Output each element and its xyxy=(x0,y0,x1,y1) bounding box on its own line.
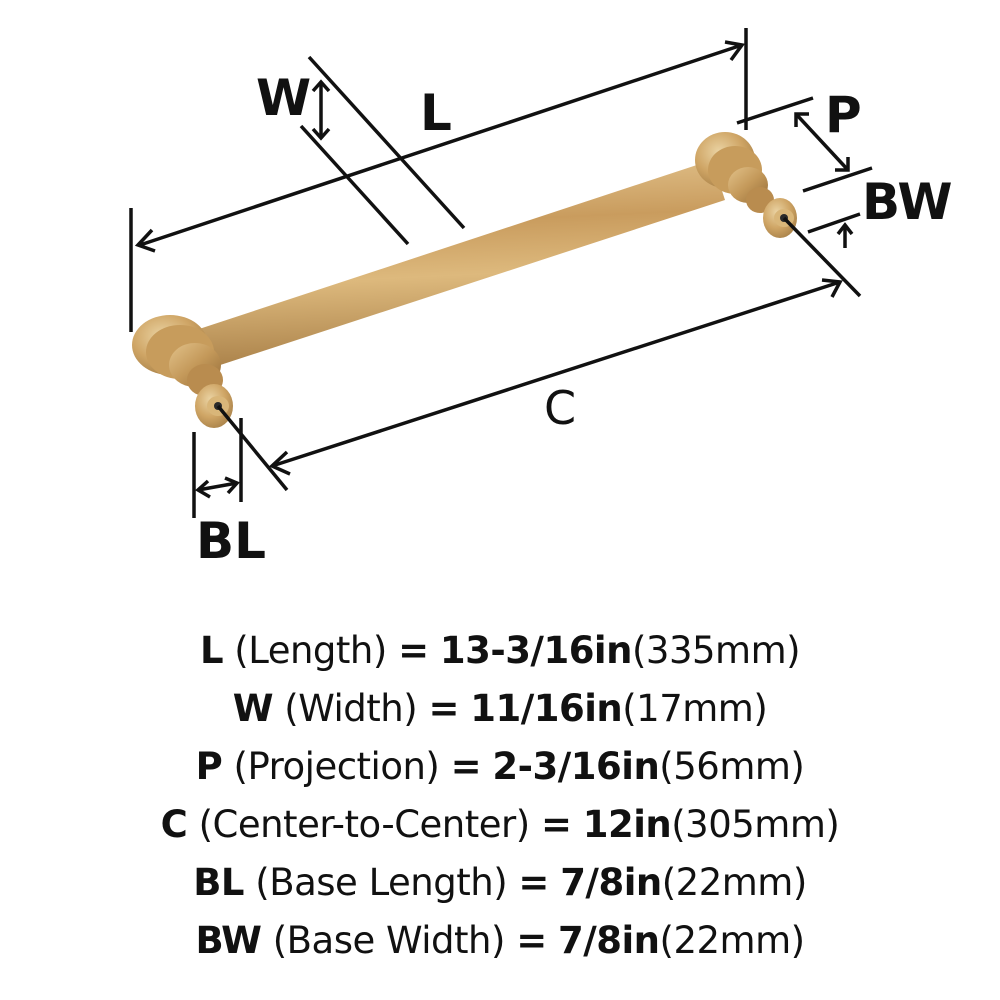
spec-imperial: 7/8in xyxy=(560,861,662,904)
p-extension-top xyxy=(736,96,814,125)
c-arrow-left xyxy=(268,450,291,476)
spec-metric: (22mm) xyxy=(661,861,808,904)
spec-equals: = xyxy=(540,803,572,846)
p-arrow-bottom xyxy=(835,157,850,172)
spec-description: (Base Length) xyxy=(255,861,508,904)
label-bw: BW xyxy=(862,173,953,231)
label-c: C xyxy=(544,381,576,435)
spec-metric: (22mm) xyxy=(659,919,806,962)
label-p: P xyxy=(825,86,862,144)
spec-metric: (17mm) xyxy=(622,687,768,730)
dimension-lines xyxy=(129,28,873,518)
right-post xyxy=(695,132,797,238)
c-extension-left xyxy=(216,404,289,492)
spec-key: BW xyxy=(195,919,262,962)
spec-imperial: 11/16in xyxy=(470,687,623,730)
spec-key: P xyxy=(195,745,223,788)
label-w: W xyxy=(256,69,311,127)
spec-row-center-to-center: C (Center-to-Center) = 12in(305mm) xyxy=(0,796,1000,854)
p-arrow-top xyxy=(794,112,809,127)
bw-arrow-head xyxy=(836,222,854,236)
w-extension-bottom xyxy=(299,124,410,246)
w-arrow-top xyxy=(311,79,331,93)
spec-imperial: 13-3/16in xyxy=(439,629,633,672)
bw-extension-bottom xyxy=(807,212,861,234)
w-arrow-bottom xyxy=(311,127,331,141)
bl-arrow-left xyxy=(195,479,211,499)
spec-imperial: 2-3/16in xyxy=(492,745,660,788)
spec-key: L xyxy=(199,629,224,672)
spec-description: (Base Width) xyxy=(272,919,506,962)
spec-row-length: L (Length) = 13-3/16in(335mm) xyxy=(0,622,1000,680)
bl-arrow-shaft xyxy=(197,481,238,492)
spec-key: C xyxy=(160,803,188,846)
c-arrow-right xyxy=(821,278,843,298)
w-extension-top xyxy=(307,55,466,230)
spec-key: BL xyxy=(193,861,245,904)
spec-equals: = xyxy=(518,861,549,904)
pull-handle xyxy=(132,132,797,428)
spec-description: (Width) xyxy=(284,687,418,730)
spec-row-base-width: BW (Base Width) = 7/8in(22mm) xyxy=(0,912,1000,970)
spec-metric: (305mm) xyxy=(671,803,840,846)
spec-row-projection: P (Projection) = 2-3/16in(56mm) xyxy=(0,738,1000,796)
l-dimension-line xyxy=(139,43,743,247)
c-extension-right xyxy=(782,216,862,298)
spec-description: (Length) xyxy=(234,629,387,672)
p-arrow-shaft xyxy=(794,112,850,172)
c-dimension-line xyxy=(271,280,841,468)
spec-description: (Projection) xyxy=(233,745,440,788)
spec-equals: = xyxy=(450,745,482,788)
spec-metric: (56mm) xyxy=(659,745,805,788)
label-bl: BL xyxy=(196,512,266,570)
handle-bar xyxy=(190,160,725,370)
spec-row-width: W (Width) = 11/16in(17mm) xyxy=(0,680,1000,738)
p-extension-bottom xyxy=(802,166,873,193)
spec-metric: (335mm) xyxy=(631,629,801,672)
spec-imperial: 7/8in xyxy=(557,919,660,962)
label-l: L xyxy=(420,84,452,142)
spec-equals: = xyxy=(398,629,429,672)
bl-arrow-right xyxy=(224,476,240,495)
spec-equals: = xyxy=(516,919,547,962)
spec-key: W xyxy=(232,687,274,730)
spec-imperial: 12in xyxy=(582,803,672,846)
dimension-specs: L (Length) = 13-3/16in(335mm) W (Width) … xyxy=(0,622,1000,970)
spec-row-base-length: BL (Base Length) = 7/8in(22mm) xyxy=(0,854,1000,912)
l-arrow-left xyxy=(134,228,156,253)
dimension-diagram: W L P BW C BL xyxy=(129,28,953,570)
spec-description: (Center-to-Center) xyxy=(198,803,531,846)
left-post xyxy=(132,315,233,428)
l-arrow-right xyxy=(724,40,746,62)
spec-equals: = xyxy=(428,687,459,730)
